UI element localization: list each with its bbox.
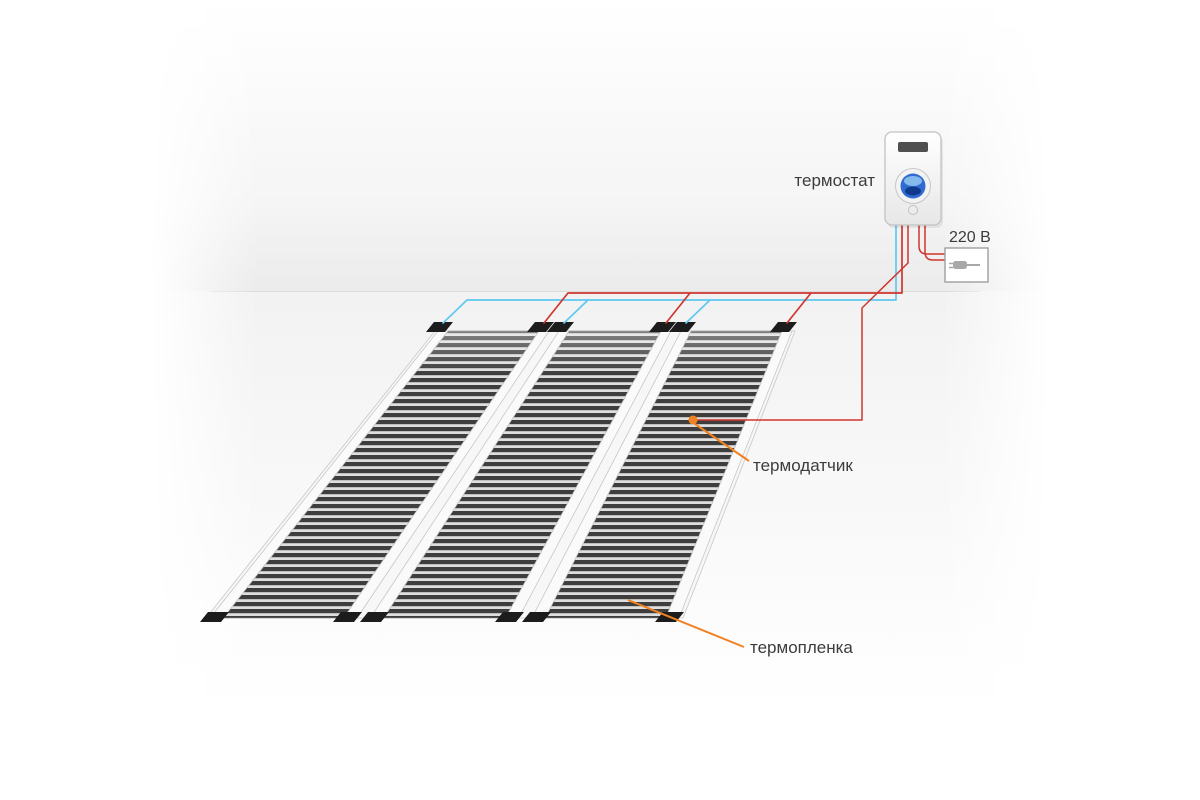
connector-clip-top-5 — [669, 322, 696, 332]
connector-clip-bottom-4 — [495, 612, 524, 622]
thermostat — [884, 131, 943, 228]
connector-clip-top-6 — [770, 322, 797, 332]
plug-icon — [949, 261, 980, 269]
thermostat-label: термостат — [794, 171, 875, 190]
sensor-label: термодатчик — [753, 456, 853, 475]
film-panel-sheen-2 — [383, 331, 661, 618]
sensor-callout-line — [694, 423, 750, 462]
sensor-wire — [697, 224, 909, 421]
film-label: термопленка — [750, 638, 853, 657]
thermostat-display-segment — [905, 186, 921, 196]
connector-clip-bottom-3 — [360, 612, 389, 622]
connector-clip-bottom-5 — [522, 612, 551, 622]
film-panel-sheen-3 — [545, 331, 782, 618]
annotations — [627, 415, 750, 648]
connector-clip-bottom-2 — [333, 612, 362, 622]
connector-clip-top-2 — [527, 322, 554, 332]
power-outlet — [944, 247, 989, 283]
wire-red — [543, 224, 903, 324]
connector-clip-bottom-1 — [200, 612, 229, 622]
heating-film — [200, 322, 797, 622]
wall-floor-line — [210, 291, 980, 292]
connector-clip-top-1 — [426, 322, 453, 332]
power-label: 220 В — [949, 229, 991, 246]
sensor-dot — [688, 415, 698, 425]
film-callout-line — [627, 599, 745, 648]
thermostat-button — [908, 205, 918, 215]
connector-clip-top-3 — [547, 322, 574, 332]
thermostat-display-highlight — [904, 176, 922, 186]
power-wire-2 — [924, 224, 946, 261]
wire-blue — [442, 224, 897, 324]
film-panel-sheen-1 — [223, 331, 539, 618]
power-wire-1 — [918, 224, 946, 255]
connector-clip-top-4 — [649, 322, 676, 332]
thermostat-vent-slot — [898, 142, 928, 152]
wiring — [442, 224, 946, 421]
